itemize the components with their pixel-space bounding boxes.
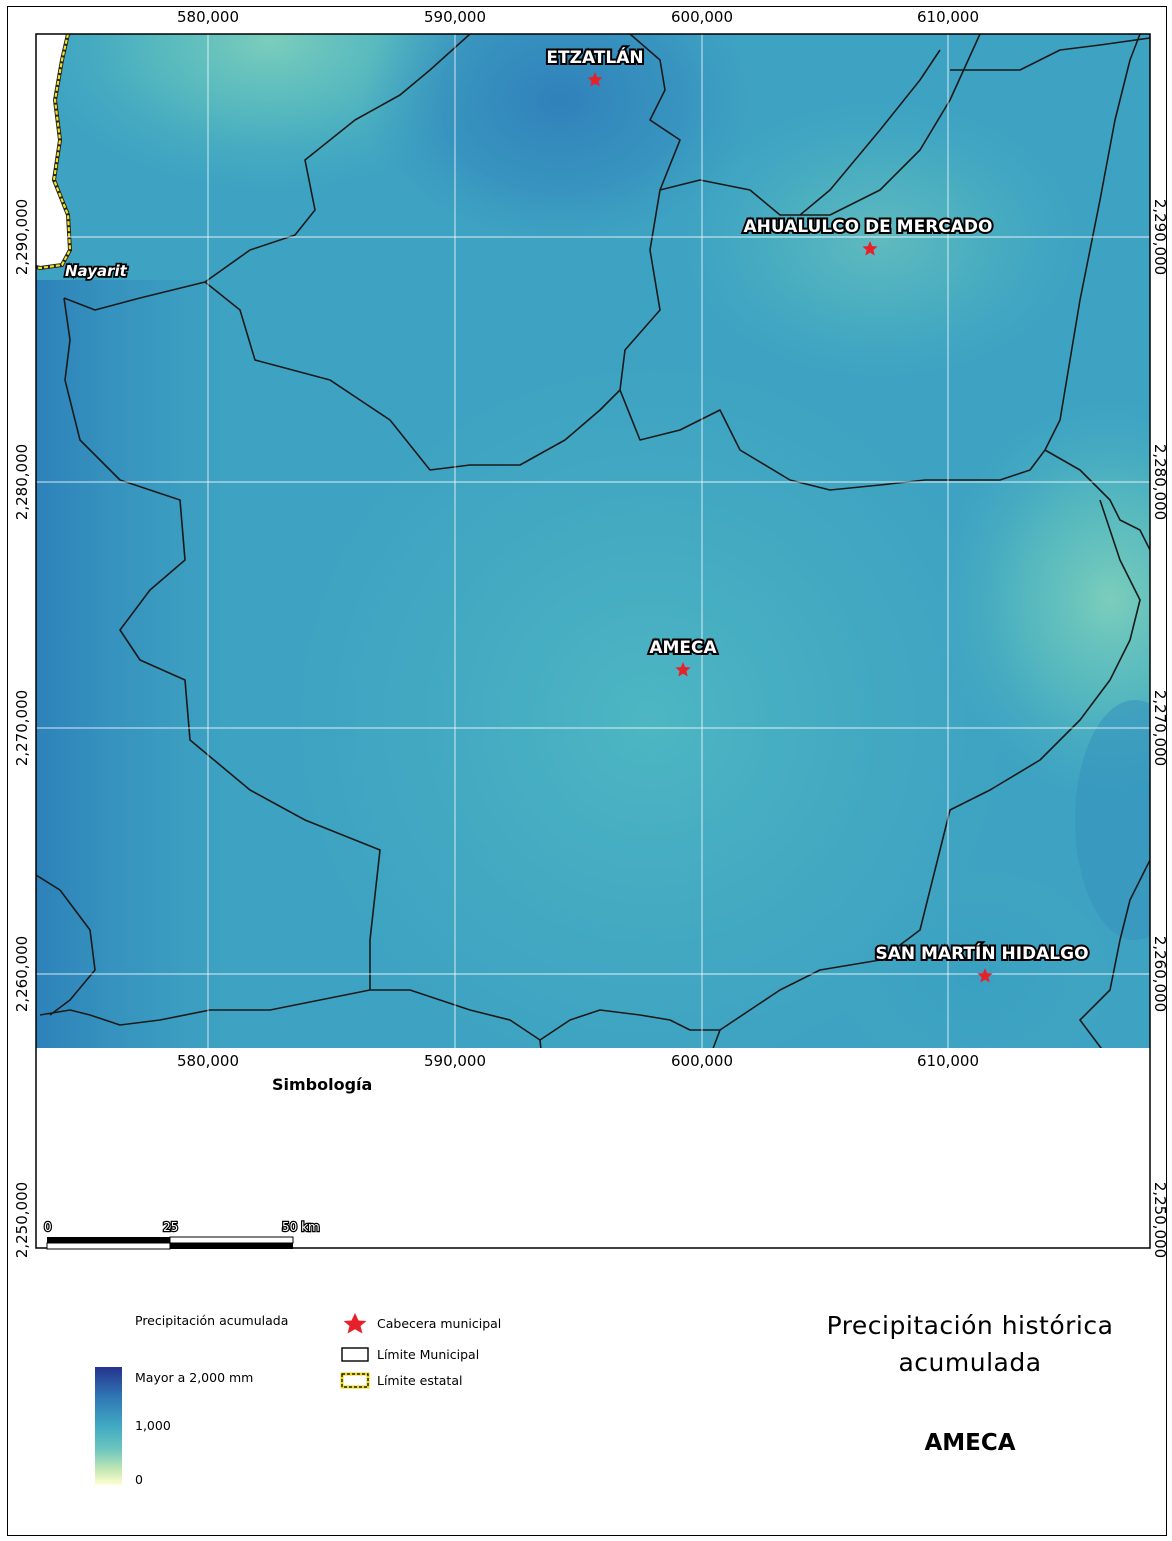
tick-y-right: 2,280,000 (1151, 443, 1169, 521)
tick-x-top: 590,000 (423, 8, 487, 26)
scale-label-0: 0 (44, 1220, 52, 1234)
cabecera-star-icon[interactable] (675, 662, 691, 677)
place-label: SAN MARTÍN HIDALGO (875, 942, 1088, 964)
scale-label-25: 25 (163, 1220, 178, 1234)
tick-y-left: 2,270,000 (13, 689, 31, 767)
tick-y-left: 2,260,000 (13, 935, 31, 1013)
black-outline-box-icon (341, 1347, 369, 1362)
red-star-icon (343, 1313, 367, 1334)
tick-y-right: 2,290,000 (1151, 198, 1169, 276)
map-frame (7, 6, 1167, 1536)
map-area (36, 34, 1150, 1048)
state-label-nayarit: Nayarit (65, 262, 128, 280)
graticule (36, 34, 1150, 1048)
precipitation-smh-zone (835, 865, 1115, 1048)
municipal-boundaries (36, 34, 1150, 1048)
precipitation-etzatlan-high-zone (360, 34, 760, 250)
cabecera-star-icon[interactable] (862, 241, 878, 256)
tick-y-right: 2,260,000 (1151, 935, 1169, 1013)
precipitation-ne-zone (680, 100, 1080, 380)
precipitation-west-band (36, 280, 236, 1048)
tick-x-bottom: 590,000 (423, 1052, 487, 1070)
map-subject: AMECA (924, 1430, 1016, 1456)
nayarit-area (36, 34, 70, 268)
legend-symbol-municipal: Límite Municipal (377, 1347, 480, 1362)
legend-ramp-min: 0 (135, 1472, 143, 1487)
precipitation-se-zone (1075, 700, 1150, 940)
place-label: ETZATLÁN (546, 46, 643, 68)
cabecera-star-icon[interactable] (587, 72, 603, 87)
legend-symbol-estatal: Límite estatal (377, 1373, 463, 1388)
tick-x-top: 610,000 (916, 8, 980, 26)
legend-ramp-max: Mayor a 2,000 mm (135, 1370, 254, 1385)
legend-ramp-mid: 1,000 (135, 1418, 171, 1433)
precipitation-center-zone (290, 360, 1010, 1048)
tick-x-bottom: 580,000 (176, 1052, 240, 1070)
map-title: Precipitación histórica acumulada (826, 1311, 1114, 1377)
tick-x-bottom: 600,000 (670, 1052, 734, 1070)
legend-title: Simbología (272, 1075, 373, 1094)
tick-y-right: 2,270,000 (1151, 689, 1169, 767)
tick-x-top: 600,000 (670, 8, 734, 26)
place-label: AHUALULCO DE MERCADO (744, 217, 993, 237)
legend-symbol-cabecera: Cabecera municipal (377, 1316, 502, 1331)
tick-y-left: 2,280,000 (13, 443, 31, 521)
tick-x-bottom: 610,000 (916, 1052, 980, 1070)
map-border (35, 33, 1151, 1249)
place-label: AMECA (649, 638, 717, 658)
precipitation-color-ramp (95, 1367, 122, 1485)
tick-x-top: 580,000 (176, 8, 240, 26)
legend-precip-title: Precipitación acumulada (135, 1313, 289, 1328)
precipitation-east-light-zone (940, 400, 1150, 800)
yellow-dashed-box-icon (340, 1372, 370, 1389)
scale-bar: 0 25 50 km (43, 1219, 321, 1250)
places-layer: ETZATLÁN AHUALULCO DE MERCADO AMECA SAN MAR… (544, 44, 1091, 983)
tick-y-right: 2,250,000 (1151, 1181, 1169, 1259)
tick-y-left: 2,290,000 (13, 198, 31, 276)
cabecera-star-icon[interactable] (977, 968, 993, 983)
scale-label-50: 50 km (282, 1220, 320, 1234)
tick-y-left: 2,250,000 (13, 1181, 31, 1259)
